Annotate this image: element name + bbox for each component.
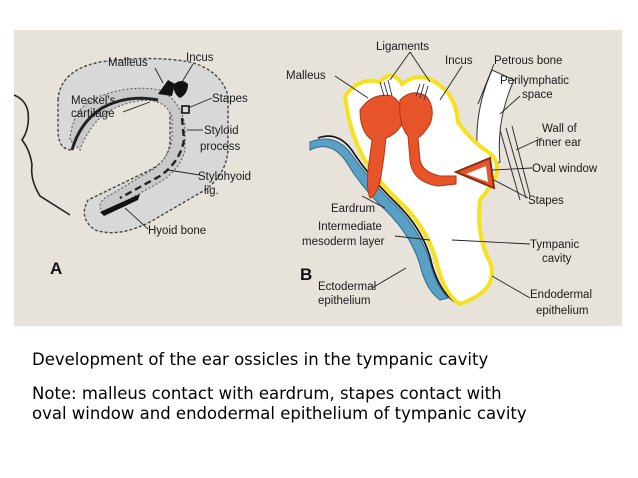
label-lig-a: lig. xyxy=(204,185,219,197)
label-styloid-a: Styloid xyxy=(204,125,239,137)
label-meckels-a: Meckel's xyxy=(71,95,116,107)
caption-note-line-2: oval window and endodermal epithelium of… xyxy=(32,404,527,424)
inner-arch xyxy=(69,87,186,212)
caption-title: Development of the ear ossicles in the t… xyxy=(32,350,489,369)
caption-note: Note: malleus contact with eardrum, stap… xyxy=(32,384,527,424)
panel-letter-a: A xyxy=(50,259,62,278)
label-stapes-a: Stapes xyxy=(212,93,248,105)
label-malleus-b: Malleus xyxy=(286,70,326,82)
label-ecto-epithelium-b: epithelium xyxy=(318,295,370,307)
eardrum-lining xyxy=(317,135,456,303)
label-wall-b: Wall of xyxy=(542,123,578,135)
panel-a-leaders xyxy=(122,63,213,230)
label-ectodermal-b: Ectodermal xyxy=(318,281,376,293)
label-endodermal-b: Endodermal xyxy=(530,289,592,301)
panel-letter-b: B xyxy=(300,265,312,284)
label-mesoderm-b: mesoderm layer xyxy=(302,236,385,248)
stapes-b-inner xyxy=(466,166,488,182)
panel-a: Malleus Incus Meckel's cartilage Stapes … xyxy=(13,52,251,278)
label-oval-b: Oval window xyxy=(532,163,598,175)
incus-b xyxy=(399,92,457,187)
inner-ear-wall xyxy=(499,125,531,201)
label-stylohyoid-a: Stylohyoid xyxy=(198,171,251,183)
meckels-cartilage-line xyxy=(70,96,159,151)
label-perilymph-b: Perilymphatic xyxy=(500,75,569,87)
ear-ossicle-diagram: Malleus Incus Meckel's cartilage Stapes … xyxy=(13,30,622,326)
label-tympanic-b: Tympanic xyxy=(530,239,579,251)
label-intermediate-b: Intermediate xyxy=(318,221,382,233)
ligaments-b xyxy=(379,79,429,101)
label-malleus-a: Malleus xyxy=(108,57,148,69)
ectodermal-epithelium-band xyxy=(309,138,449,301)
hyoid-bone xyxy=(100,194,140,216)
caption-note-line-1: Note: malleus contact with eardrum, stap… xyxy=(32,384,502,403)
label-incus-a: Incus xyxy=(186,52,214,64)
label-ligaments-b: Ligaments xyxy=(376,41,429,53)
label-cavity-b: cavity xyxy=(542,253,572,265)
panel-b: Ligaments Malleus Incus Petrous bone Per… xyxy=(286,41,598,317)
incus-a xyxy=(174,81,188,98)
label-petrous-b: Petrous bone xyxy=(494,55,562,67)
label-incus-b: Incus xyxy=(445,55,473,67)
panel-b-leaders xyxy=(334,51,543,299)
label-eardrum-b: Eardrum xyxy=(331,203,375,215)
styloid-line xyxy=(119,117,186,200)
stapes-a xyxy=(181,105,190,114)
label-endo-epithelium-b: epithelium xyxy=(536,305,588,317)
label-innerear-b: inner ear xyxy=(536,137,582,149)
label-process-a: process xyxy=(200,141,241,153)
face-profile xyxy=(13,94,71,216)
label-space-b: space xyxy=(522,89,553,101)
malleus-a xyxy=(158,80,175,96)
label-stapes-b: Stapes xyxy=(528,195,564,207)
label-cartilage-a: cartilage xyxy=(71,108,114,120)
malleus-b xyxy=(359,94,405,199)
label-hyoid-a: Hyoid bone xyxy=(148,225,206,237)
